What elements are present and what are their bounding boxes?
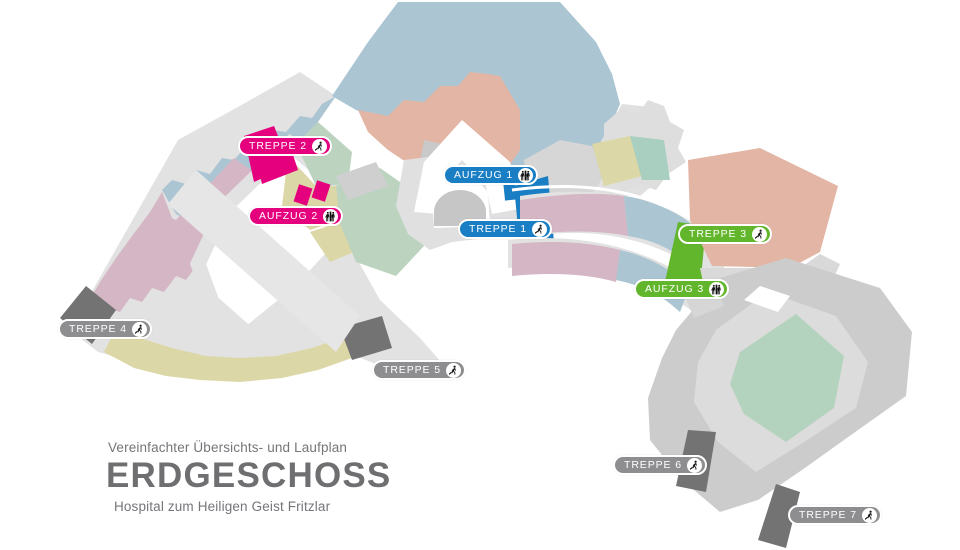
southeast-wing-group xyxy=(648,258,912,548)
reception-desk xyxy=(434,190,486,226)
marker-label: AUFZUG 3 xyxy=(645,282,705,295)
marker-aufzug-3[interactable]: AUFZUG 3 xyxy=(634,279,730,299)
marker-treppe-5[interactable]: TREPPE 5 xyxy=(372,360,466,380)
corridor-west-diagonal xyxy=(168,170,360,352)
stair-block-treppe-7 xyxy=(758,484,800,548)
marker-label: TREPPE 6 xyxy=(624,458,682,471)
map-caption: Vereinfachter Übersichts- und Laufplan E… xyxy=(100,440,520,514)
marker-label: TREPPE 2 xyxy=(249,139,307,152)
elevator-icon xyxy=(323,208,339,224)
marker-aufzug-1[interactable]: AUFZUG 1 xyxy=(443,165,539,185)
stairs-icon xyxy=(131,321,147,337)
room-block-sage-curve xyxy=(630,136,670,180)
room-block-mauve-west xyxy=(76,192,230,330)
caption-subtitle-top: Vereinfachter Übersichts- und Laufplan xyxy=(108,440,348,455)
marker-label: AUFZUG 1 xyxy=(454,168,514,181)
stairs-icon xyxy=(751,226,767,242)
marker-aufzug-2[interactable]: AUFZUG 2 xyxy=(248,206,344,226)
caption-title: ERDGESCHOSS xyxy=(106,456,392,495)
room-block-gray-center xyxy=(336,162,388,200)
room-block-khaki-west xyxy=(104,328,352,382)
stairs-icon xyxy=(531,221,547,237)
marker-label: TREPPE 5 xyxy=(383,363,441,376)
marker-treppe-1[interactable]: TREPPE 1 xyxy=(458,219,552,239)
room-block-salmon-east xyxy=(688,148,838,268)
marker-label: TREPPE 7 xyxy=(799,508,857,521)
marker-label: AUFZUG 2 xyxy=(259,209,319,222)
marker-label: TREPPE 3 xyxy=(689,227,747,240)
elevator-icon xyxy=(518,167,534,183)
elevator-block-aufzug-2a xyxy=(293,184,313,206)
room-band-mauve-curve-2 xyxy=(512,242,620,282)
stairs-icon xyxy=(686,457,702,473)
marker-treppe-3[interactable]: TREPPE 3 xyxy=(678,224,772,244)
marker-treppe-4[interactable]: TREPPE 4 xyxy=(58,319,152,339)
room-block-khaki-curve xyxy=(592,136,642,186)
caption-subtitle-bottom: Hospital zum Heiligen Geist Fritzlar xyxy=(114,498,331,514)
stairs-icon xyxy=(311,138,327,154)
stair-block-treppe-5 xyxy=(340,316,392,360)
marker-treppe-7[interactable]: TREPPE 7 xyxy=(788,505,882,525)
marker-treppe-2[interactable]: TREPPE 2 xyxy=(238,136,332,156)
elevator-block-aufzug-2b xyxy=(311,180,331,202)
marker-treppe-6[interactable]: TREPPE 6 xyxy=(613,455,707,475)
elevator-icon xyxy=(709,281,725,297)
marker-label: TREPPE 1 xyxy=(469,222,527,235)
marker-label: TREPPE 4 xyxy=(69,322,127,335)
stairs-icon xyxy=(445,362,461,378)
stairs-icon xyxy=(861,507,877,523)
courtyard-southeast xyxy=(730,314,844,442)
corridor-southeast-gap xyxy=(744,286,790,312)
